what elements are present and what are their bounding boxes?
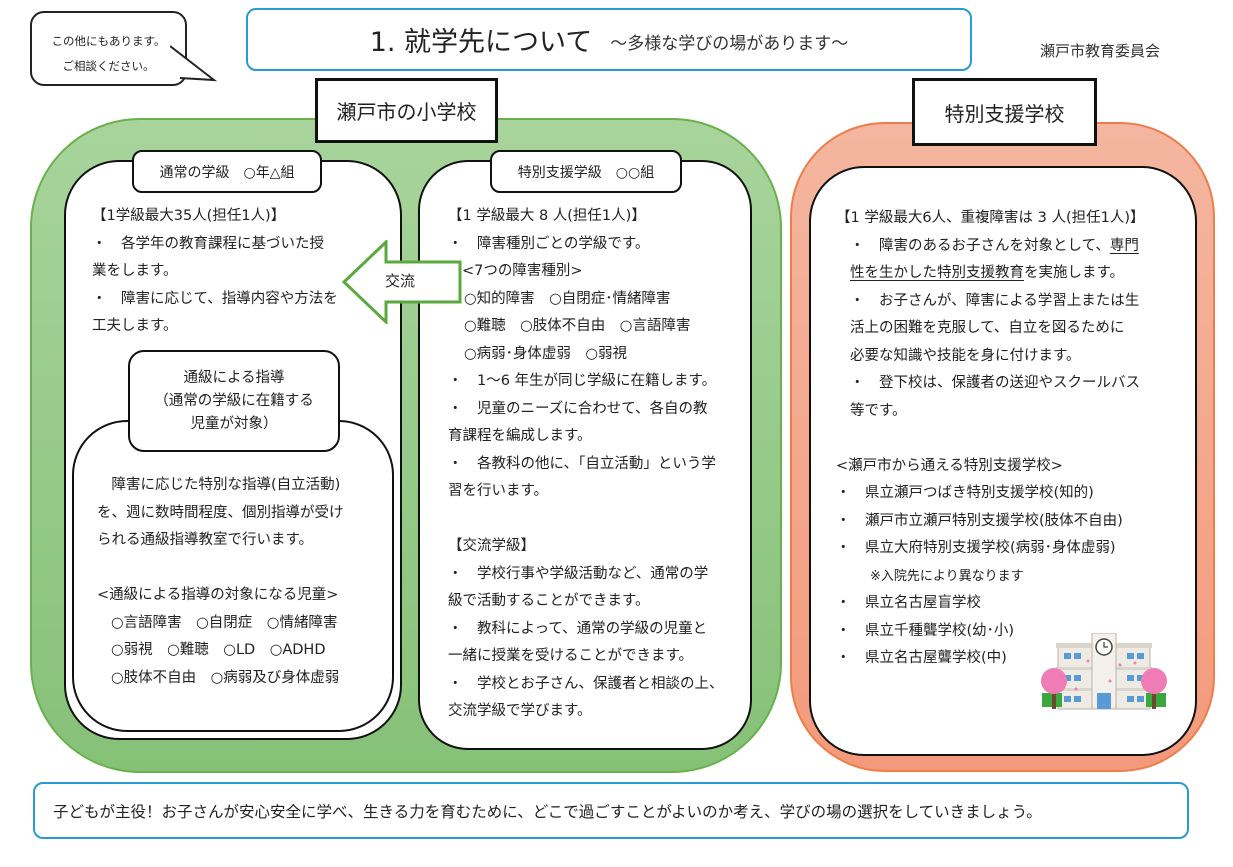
text-line: ・ 障害に応じて、指導内容や方法を [92, 290, 338, 307]
special-class-label: 特別支援学級 ○○組 [490, 150, 682, 193]
special-school-label: 特別支援学校 [912, 78, 1097, 146]
normal-class-text: 【1学級最大35人(担任1人)】 ・ 各学年の教育課程に基づいた授 業をします。… [92, 203, 338, 341]
text-line: ○肢体不自由 ○病弱及び身体虚弱 [111, 669, 340, 686]
text-line: ・ 障害のあるお子さんを対象として、専門 [836, 233, 1145, 261]
special-class-text: 【1 学級最大 8 人(担任1人)】 ・ 障害種別ごとの学級です。 <7つの障害… [448, 203, 724, 726]
list-item: ・ 県立大府特別支援学校(病弱･身体虚弱) [836, 540, 1116, 556]
text-line: を、週に数時間程度、個別指導が受け [97, 504, 344, 521]
text-line: 交流学級で学びます。 [448, 703, 592, 719]
normal-class-label: 通常の学級 ○年△組 [132, 150, 322, 193]
arrow-left-icon [342, 240, 462, 324]
text-line: ○病弱･身体虚弱 ○弱視 [464, 345, 628, 362]
text-line: ・ 各教科の他に、「自立活動」という学 [448, 455, 716, 472]
text-line: 【交流学級】 [448, 538, 535, 554]
text-line [97, 555, 344, 583]
page-subtitle: ～多様な学びの場があります～ [610, 34, 849, 54]
text-line: ・ 児童のニーズに合わせて、各自の教 [448, 400, 708, 417]
text-line: 一緒に授業を受けることができます。 [448, 648, 694, 664]
list-note: ※入院先により異なります [870, 568, 1024, 584]
text-line: 習を行います。 [448, 483, 549, 499]
underlined-text: 性を生かした特別支援教育 [850, 265, 1024, 281]
school-building-icon [1041, 633, 1167, 710]
text-line: ・ 学校行事や学級活動など、通常の学 [448, 565, 709, 582]
text-line: 業をします。 [92, 263, 178, 279]
text-line: 工夫します。 [92, 318, 178, 334]
text-line: 育課程を編成します。 [448, 428, 592, 444]
text-line: ○難聴 ○肢体不自由 ○言語障害 [464, 318, 691, 334]
text-line: 【1学級最大35人(担任1人)】 [92, 208, 286, 224]
text-line: 等です。 [850, 402, 907, 419]
tsukyu-label-line: 児童が対象） [190, 415, 278, 432]
tsukyu-text: 障害に応じた特別な指導(自立活動) を、週に数時間程度、個別指導が受け られる通… [97, 472, 344, 692]
text-line: <7つの障害種別> [462, 263, 583, 279]
special-class-card [418, 160, 752, 750]
page-title: 1. 就学先について [369, 27, 593, 58]
text-line: ・ 登下校は、保護者の送迎やスクールバス [850, 375, 1140, 391]
bubble-tail-icon [170, 45, 218, 82]
text-line: 性を生かした特別支援教育を実施します。 [836, 260, 1145, 288]
text-line: <通級による指導の対象になる児童> [97, 587, 339, 603]
text-line: 必要な知識や技能を身に付けます。 [850, 347, 1081, 364]
exchange-label: 交流 [385, 272, 416, 290]
text-line: ・ 障害種別ごとの学級です。 [448, 235, 650, 252]
text-line: 【1 学級最大 8 人(担任1人)】 [448, 208, 646, 224]
text-line [836, 425, 1145, 453]
text-line: 【1 学級最大6人、重複障害は 3 人(担任1人)】 [836, 210, 1145, 226]
organization-name: 瀬戸市教育委員会 [1040, 42, 1161, 60]
text-line [448, 506, 724, 534]
text-line: ・ 教科によって、通常の学級の児童と [448, 620, 708, 637]
text-line: ・ お子さんが、障害による学習上または生 [850, 292, 1140, 309]
footer-message: 子どもが主役！お子さんが安心安全に学べ、生きる力を育むために、どこで過ごすことが… [33, 782, 1189, 839]
text-line: 活上の困難を克服して、自立を図るために [850, 320, 1125, 336]
text-line: ○言語障害 ○自閉症 ○情緒障害 [111, 614, 338, 631]
text-line: 障害に応じた特別な指導(自立活動) [97, 477, 341, 493]
list-item: ・ 県立名古屋盲学校 [836, 595, 981, 611]
text-line: 級で活動することができます。 [448, 593, 650, 609]
text-line: られる通級指導教室で行います。 [97, 532, 314, 548]
list-item: ・ 県立名古屋聾学校(中) [836, 650, 1007, 666]
list-item: ・ 瀬戸市立瀬戸特別支援学校(肢体不自由) [836, 512, 1123, 529]
text-line: ・ 各学年の教育課程に基づいた授 [92, 235, 324, 252]
text-span: ・ 障害のあるお子さんを対象として、 [850, 237, 1110, 254]
special-school-text: 【1 学級最大6人、重複障害は 3 人(担任1人)】 ・ 障害のあるお子さんを対… [836, 205, 1145, 673]
text-line: ・ 1～6 年生が同じ学級に在籍します。 [448, 373, 717, 389]
tsukyu-label-line: 通級による指導 [183, 369, 285, 386]
text-line: ・ 学校とお子さん、保護者と相談の上、 [448, 675, 724, 692]
bubble-line-1: この他にもあります。 [51, 34, 166, 48]
tsukyu-label-line: （通常の学級に在籍する [154, 392, 314, 409]
tsukyu-label: 通級による指導 （通常の学級に在籍する 児童が対象） [128, 350, 340, 452]
list-title: <瀬戸市から通える特別支援学校> [836, 457, 1063, 474]
list-item: ・ 県立瀬戸つばき特別支援学校(知的) [836, 485, 1094, 501]
elementary-school-label: 瀬戸市の小学校 [315, 78, 498, 143]
page-title-box: 1. 就学先について ～多様な学びの場があります～ [246, 8, 972, 71]
text-line: ○弱視 ○難聴 ○LD ○ADHD [111, 642, 326, 658]
bubble-line-2: ご相談ください。 [62, 59, 155, 73]
text-span: を実施します。 [1024, 265, 1125, 281]
text-line: ○知的障害 ○自閉症･情緒障害 [464, 290, 671, 307]
list-item: ・ 県立千種聾学校(幼･小) [836, 622, 1015, 639]
underlined-text: 専門 [1109, 237, 1139, 254]
speech-bubble: この他にもあります。 ご相談ください。 [30, 11, 187, 86]
